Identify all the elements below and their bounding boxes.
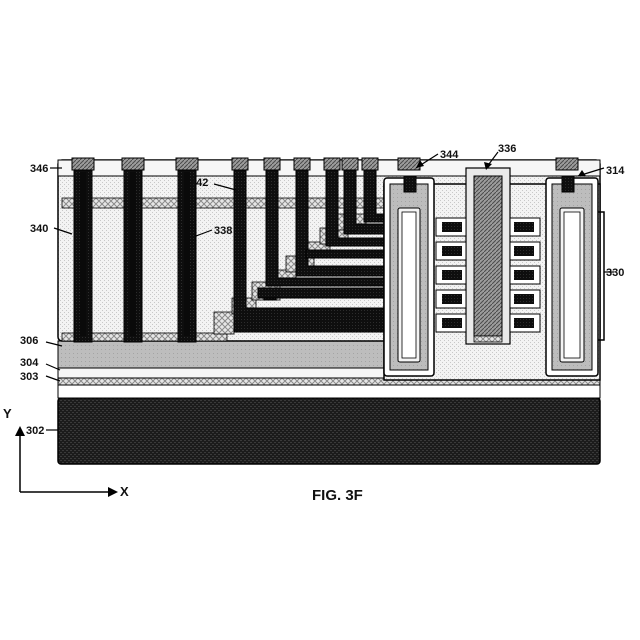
ref-338: 338: [214, 225, 232, 237]
ref-340: 340: [30, 223, 48, 235]
ref-336: 336: [498, 143, 516, 155]
y-axis-label: Y: [3, 406, 12, 421]
left-deep-trench: [384, 176, 434, 376]
gap-layer: [58, 385, 600, 398]
ref-330: 330: [606, 267, 624, 279]
memory-cells-left: [436, 218, 466, 332]
ref-303: 303: [20, 371, 38, 383]
contact-pillars: [74, 166, 196, 342]
y-axis-arrowhead: [15, 426, 25, 436]
x-axis-label: X: [120, 484, 129, 499]
memory-cells-right: [510, 218, 540, 332]
ref-306: 306: [20, 335, 38, 347]
substrate-302: [58, 398, 600, 464]
x-axis-arrowhead: [108, 487, 118, 497]
ref-304: 304: [20, 357, 39, 369]
channel-structure: [466, 168, 510, 344]
ref-342: 342: [190, 177, 208, 189]
figure-caption: FIG. 3F: [312, 487, 363, 504]
right-deep-trench: [546, 176, 598, 376]
ref-302: 302: [26, 425, 44, 437]
ref-346: 346: [30, 163, 48, 175]
ref-314: 314: [606, 165, 625, 177]
ref-344: 344: [440, 149, 459, 161]
